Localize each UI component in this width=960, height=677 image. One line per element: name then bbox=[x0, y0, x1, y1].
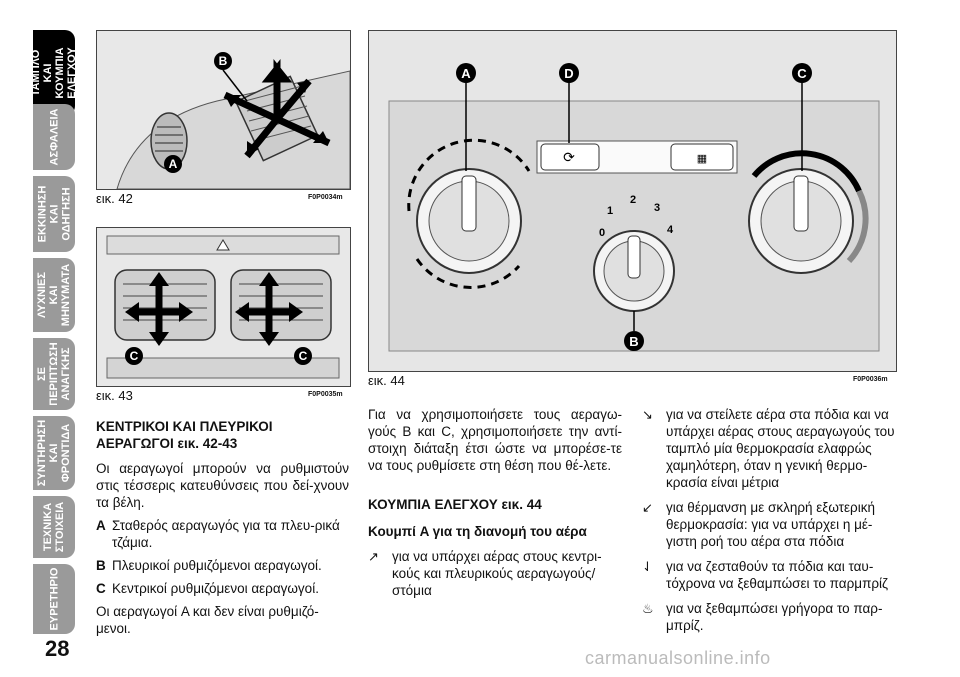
figure-center-vents: C C bbox=[96, 227, 351, 387]
airflow-feet-face-icon: ↘ bbox=[642, 407, 653, 422]
vents-note: Οι αεραγωγοί A και δεν είναι ρυθμιζό-μεν… bbox=[96, 604, 319, 636]
figure-42-code: F0P0034m bbox=[308, 194, 343, 201]
svg-text:A: A bbox=[461, 66, 471, 81]
middle-column: Για να χρησιμοποιήσετε τους αεραγω-γούς … bbox=[368, 406, 622, 599]
svg-text:D: D bbox=[564, 66, 573, 81]
tab-label: ΕΚΚΙΝΗΣΗ ΚΑΙ ΟΔΗΓΗΣΗ bbox=[36, 185, 72, 243]
figure-42-caption: εικ. 42 bbox=[96, 191, 133, 206]
list-item: C Κεντρικοί ρυθμιζόμενοι αεραγωγοί. bbox=[96, 580, 349, 597]
svg-text:B: B bbox=[219, 54, 228, 68]
fan-speed-2: 2 bbox=[630, 194, 636, 206]
controls-intro: Για να χρησιμοποιήσετε τους αεραγω-γούς … bbox=[368, 407, 622, 473]
item-text: για θέρμανση με σκληρή εξωτερική θερμοκρ… bbox=[666, 500, 875, 549]
page-number: 28 bbox=[45, 636, 70, 661]
list-item: ↘ για να στείλετε αέρα στα πόδια και να υ… bbox=[642, 406, 897, 491]
marker-c bbox=[792, 63, 812, 83]
item-key: C bbox=[96, 581, 106, 596]
tab-safety[interactable]: ΑΣΦΑΛΕΙΑ bbox=[33, 104, 75, 170]
knob-a-heading: Κουμπί A για τη διανομή του αέρα bbox=[368, 524, 587, 539]
fan-speed-0: 0 bbox=[599, 227, 605, 239]
figure-44-caption: εικ. 44 bbox=[368, 373, 405, 388]
tab-label: ΤΕΧΝΙΚΑ ΣΤΟΙΧΕΙΑ bbox=[42, 501, 66, 553]
fan-speed-4: 4 bbox=[667, 224, 674, 236]
item-text: Πλευρικοί ρυθμιζόμενοι αεραγωγοί. bbox=[112, 558, 322, 573]
tab-label: ΛΥΧΝΙΕΣ ΚΑΙ ΜΗΝΥΜΑΤΑ bbox=[36, 263, 73, 327]
figure-control-panel: ⟳ ▦ 0 1 2 3 4 A D C B bbox=[368, 30, 897, 372]
item-text: Σταθερός αεραγωγός για τα πλευ-ρικά τζάμ… bbox=[112, 518, 340, 550]
tab-emergency[interactable]: ΣΕ ΠΕΡΙΠΤΩΣΗ ΑΝΑΓΚΗΣ bbox=[33, 338, 75, 410]
list-item: ⇃ για να ζεσταθούν τα πόδια και ταυ-τόχρο… bbox=[642, 558, 897, 592]
item-key: A bbox=[96, 518, 106, 533]
svg-text:C: C bbox=[797, 66, 807, 81]
airflow-face-icon: ↗ bbox=[368, 549, 379, 564]
list-item: ↙ για θέρμανση με σκληρή εξωτερική θερμοκ… bbox=[642, 499, 897, 550]
marker-b bbox=[214, 52, 232, 70]
marker-d bbox=[559, 63, 579, 83]
fan-speed-1: 1 bbox=[607, 205, 613, 217]
left-column: ΚΕΝΤΡΙΚΟΙ ΚΑΙ ΠΛΕΥΡΙΚΟΙ ΑΕΡΑΓΩΓΟΙ εικ. 4… bbox=[96, 418, 349, 637]
marker-c-left bbox=[125, 347, 143, 365]
list-item: B Πλευρικοί ρυθμιζόμενοι αεραγωγοί. bbox=[96, 557, 349, 574]
svg-text:▦: ▦ bbox=[697, 153, 707, 165]
airflow-feet-icon: ↙ bbox=[642, 500, 653, 515]
tab-starting-driving[interactable]: ΕΚΚΙΝΗΣΗ ΚΑΙ ΟΔΗΓΗΣΗ bbox=[33, 176, 75, 252]
list-item: ↗ για να υπάρχει αέρας στους κεντρι-κούς … bbox=[368, 548, 622, 599]
figure-side-vent: B A bbox=[96, 30, 351, 190]
list-item: ♨ για να ξεθαμπώσει γρήγορα το παρ-μπρίζ. bbox=[642, 600, 897, 634]
figure-44-code: F0P0036m bbox=[853, 376, 888, 383]
marker-b bbox=[624, 331, 644, 351]
item-key: B bbox=[96, 558, 106, 573]
item-text: για να υπάρχει αέρας στους κεντρι-κούς κ… bbox=[392, 549, 602, 598]
tab-label: ΣΕ ΠΕΡΙΠΤΩΣΗ ΑΝΑΓΚΗΣ bbox=[36, 342, 72, 406]
svg-text:A: A bbox=[169, 157, 178, 171]
svg-text:⟳: ⟳ bbox=[563, 149, 575, 165]
side-vent-illustration: B A bbox=[97, 31, 350, 189]
tab-label: ΑΣΦΑΛΕΙΑ bbox=[48, 108, 60, 166]
item-text: για να ζεσταθούν τα πόδια και ταυ-τόχρον… bbox=[666, 559, 889, 591]
item-text: για να ξεθαμπώσει γρήγορα το παρ-μπρίζ. bbox=[666, 601, 883, 633]
tab-label: ΣΥΝΤΗΡΗΣΗ ΚΑΙ ΦΡΟΝΤΙΔΑ bbox=[36, 419, 72, 487]
center-vents-illustration: C C bbox=[97, 228, 350, 386]
tab-maintenance[interactable]: ΣΥΝΤΗΡΗΣΗ ΚΑΙ ΦΡΟΝΤΙΔΑ bbox=[33, 416, 75, 490]
marker-a bbox=[164, 155, 182, 173]
tab-index[interactable]: ΕΥΡΕΤΗΡΙΟ bbox=[33, 564, 75, 634]
vents-intro: Οι αεραγωγοί μπορούν να ρυθμιστούν στις … bbox=[96, 461, 349, 510]
windscreen-defrost-icon: ♨ bbox=[642, 601, 654, 616]
tab-dashboard-controls[interactable]: ΤΑΜΠΛΟ ΚΑΙ ΚΟΥΜΠΙΑ ΕΛΕΓΧΟΥ bbox=[30, 30, 79, 116]
svg-text:B: B bbox=[629, 334, 638, 349]
vents-heading: ΚΕΝΤΡΙΚΟΙ ΚΑΙ ΠΛΕΥΡΙΚΟΙ ΑΕΡΑΓΩΓΟΙ εικ. 4… bbox=[96, 419, 273, 451]
svg-text:C: C bbox=[130, 349, 139, 363]
item-text: Κεντρικοί ρυθμιζόμενοι αεραγωγοί. bbox=[112, 581, 319, 596]
list-item: A Σταθερός αεραγωγός για τα πλευ-ρικά τζά… bbox=[96, 517, 349, 551]
tab-label: ΕΥΡΕΤΗΡΙΟ bbox=[48, 567, 60, 631]
tab-technical-data[interactable]: ΤΕΧΝΙΚΑ ΣΤΟΙΧΕΙΑ bbox=[33, 496, 75, 558]
watermark: carmanualsonline.info bbox=[585, 648, 771, 668]
airflow-feet-windscreen-icon: ⇃ bbox=[642, 559, 653, 574]
fan-speed-3: 3 bbox=[654, 202, 660, 214]
tab-label: ΤΑΜΠΛΟ ΚΑΙ ΚΟΥΜΠΙΑ ΕΛΕΓΧΟΥ bbox=[30, 47, 79, 99]
figure-43-caption: εικ. 43 bbox=[96, 388, 133, 403]
marker-c-right bbox=[294, 347, 312, 365]
svg-text:C: C bbox=[299, 349, 308, 363]
right-column: ↘ για να στείλετε αέρα στα πόδια και να υ… bbox=[642, 406, 897, 634]
control-panel-illustration: ⟳ ▦ 0 1 2 3 4 A D C B bbox=[369, 31, 896, 371]
controls-heading: ΚΟΥΜΠΙΑ ΕΛΕΓΧΟΥ εικ. 44 bbox=[368, 497, 542, 512]
figure-43-code: F0P0035m bbox=[308, 391, 343, 398]
tab-warning-lights[interactable]: ΛΥΧΝΙΕΣ ΚΑΙ ΜΗΝΥΜΑΤΑ bbox=[33, 258, 75, 332]
marker-a bbox=[456, 63, 476, 83]
item-text: για να στείλετε αέρα στα πόδια και να υπ… bbox=[666, 407, 895, 490]
